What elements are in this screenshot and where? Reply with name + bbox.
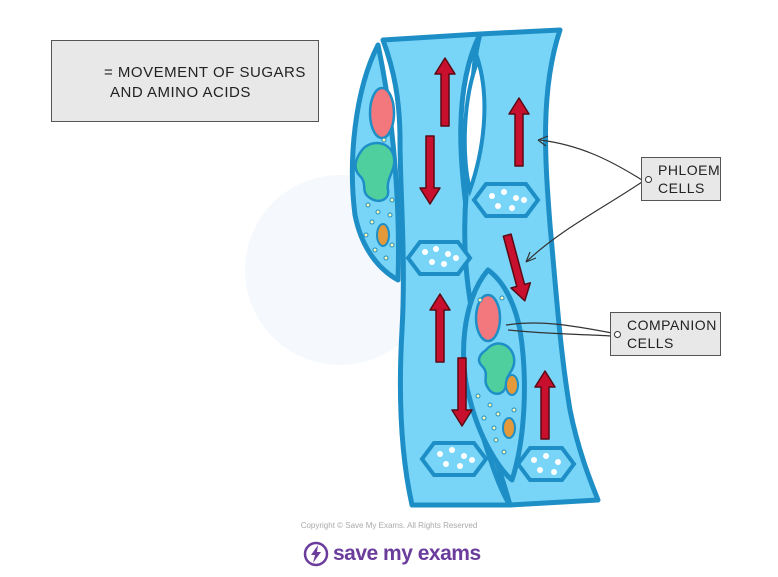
granules-left	[363, 137, 395, 261]
tube-gap	[462, 53, 487, 197]
legend-box: = MOVEMENT OF SUGARS AND AMINO ACIDS	[51, 40, 319, 122]
granules-right	[475, 295, 517, 455]
mitochondrion-right-2	[502, 417, 516, 439]
tag-hole-icon	[645, 176, 652, 183]
phloem-pointer-lines	[525, 135, 643, 263]
phloem-cells-label: PHLOEM CELLS	[641, 157, 721, 201]
sieve-plate-3	[419, 441, 489, 477]
companion-pointer-lines	[505, 322, 613, 337]
sieve-plate-2	[471, 182, 541, 218]
phloem-label-line-2: CELLS	[658, 180, 705, 196]
legend-line-2: AND AMINO ACIDS	[110, 84, 251, 101]
brand-logo: save my exams	[303, 540, 481, 568]
mitochondrion-right-1	[505, 374, 519, 396]
phloem-label-line-1: PHLOEM	[658, 162, 721, 178]
mitochondrion-left	[376, 223, 390, 247]
legend-line-1: = MOVEMENT OF SUGARS	[104, 64, 306, 81]
companion-label-line-1: COMPANION	[627, 317, 717, 333]
brand-name: save my exams	[333, 542, 481, 565]
companion-label-line-2: CELLS	[627, 335, 674, 351]
nucleus-right	[474, 293, 502, 343]
sieve-plate-4	[515, 446, 577, 482]
tag-hole-icon	[614, 331, 621, 338]
vacuole-left	[354, 141, 396, 202]
nucleus-left	[368, 86, 396, 140]
sieve-plate-1	[405, 240, 473, 276]
companion-cells-label: COMPANION CELLS	[610, 312, 721, 356]
lightning-icon	[303, 541, 329, 567]
copyright-text: Copyright © Save My Exams. All Rights Re…	[300, 521, 478, 530]
